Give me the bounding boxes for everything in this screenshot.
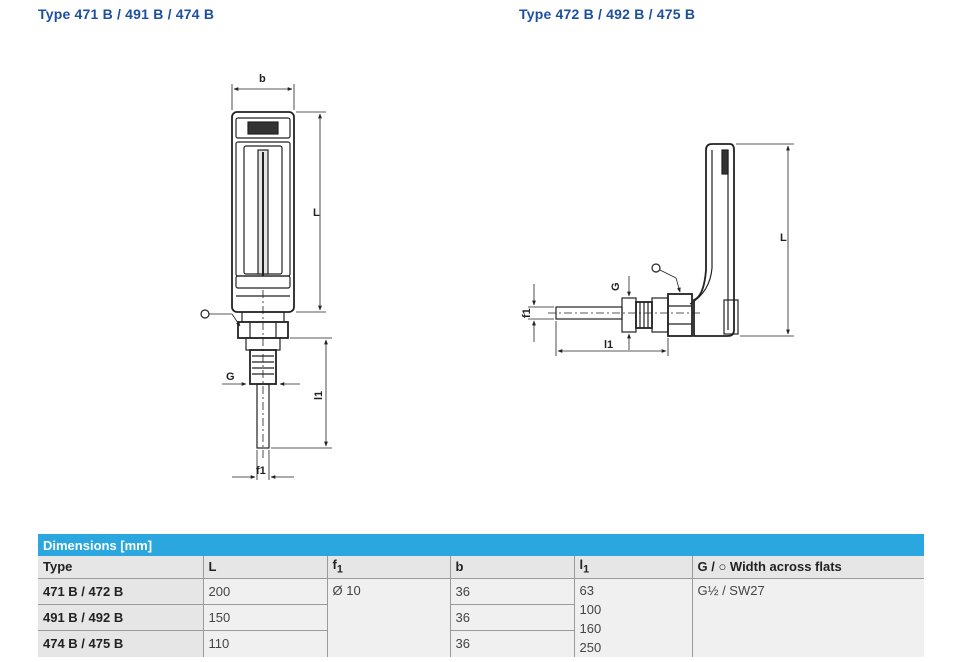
left-type-title: Type 471 B / 491 B / 474 B [38, 6, 215, 22]
table-row: 471 B / 472 B 200 Ø 10 36 63 100 160 250… [38, 578, 925, 657]
header-b: b [449, 556, 574, 578]
right-l1-label: l1 [604, 339, 613, 351]
table-row: 491 B / 492 B 150 36 [38, 604, 924, 631]
table-banner: Dimensions [mm] [38, 534, 925, 556]
type-cell: 491 B / 492 B [38, 604, 203, 631]
l1-value: 160 [579, 620, 602, 636]
f1-cell: Ø 10 [326, 578, 450, 657]
right-type-title: Type 472 B / 492 B / 475 B [519, 6, 696, 22]
type-cell: 474 B / 475 B [38, 630, 203, 657]
table-row: 474 B / 475 B 110 36 [38, 630, 924, 657]
header-L: L [202, 556, 327, 578]
left-f1-label: f1 [256, 465, 266, 477]
dimensions-table: Dimensions [mm] Type L f1 b l1 G / ○ Wid… [38, 534, 925, 657]
left-l1-label: l1 [313, 391, 325, 400]
right-thermometer-drawing [528, 143, 794, 356]
right-L-label: L [780, 232, 787, 244]
header-type: Type [38, 556, 203, 578]
b-cell: 36 [449, 630, 574, 657]
right-housing [693, 143, 735, 337]
type-cell: 471 B / 472 B [38, 578, 203, 605]
left-b-label: b [259, 73, 266, 85]
l1-value: 63 [579, 582, 594, 598]
L-cell: 200 [202, 578, 327, 605]
left-thermometer-drawing [200, 84, 332, 480]
L-cell: 110 [202, 630, 327, 657]
L-cell: 150 [202, 604, 327, 631]
g-cell: G½ / SW27 [691, 578, 925, 657]
header-f1: f1 [326, 556, 450, 578]
l1-value: 250 [579, 639, 602, 655]
left-G-label: G [226, 371, 235, 383]
l1-cell: 63 100 160 250 [573, 578, 692, 657]
b-cell: 36 [449, 604, 574, 631]
header-g-width-across-flats: G / ○ Width across flats [691, 556, 925, 578]
left-L-label: L [313, 207, 320, 219]
b-cell: 36 [449, 578, 574, 605]
right-f1-label: f1 [521, 308, 533, 318]
technical-drawing: b L G l1 f1 [200, 73, 794, 480]
header-l1: l1 [573, 556, 692, 578]
right-G-label: G [610, 282, 622, 291]
l1-value: 100 [579, 601, 602, 617]
